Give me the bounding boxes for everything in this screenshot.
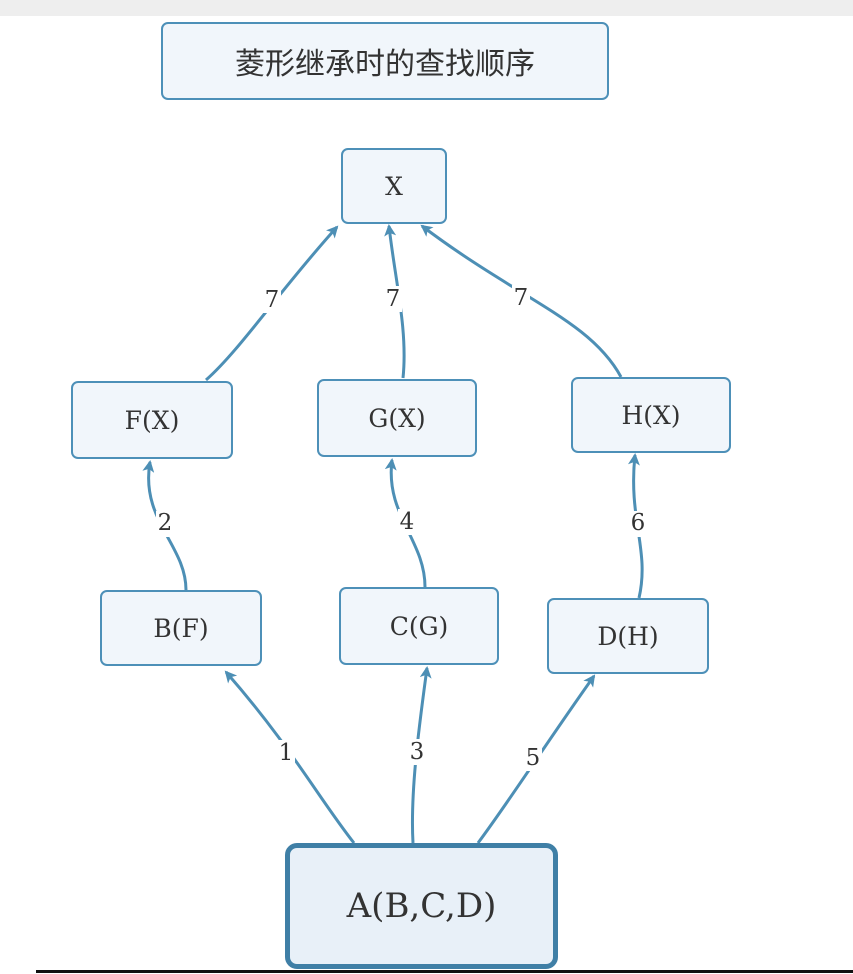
svg-text:6: 6 <box>631 510 646 536</box>
svg-text:2: 2 <box>158 510 173 536</box>
diagram-title: 菱形继承时的查找顺序 <box>161 22 609 100</box>
node-h-x: H(X) <box>571 377 731 453</box>
top-bar <box>0 0 853 16</box>
edge-label-7-h: 7 <box>512 285 530 311</box>
svg-text:7: 7 <box>386 286 401 312</box>
node-b-f: B(F) <box>100 590 262 666</box>
node-x: X <box>341 148 447 224</box>
node-f-x: F(X) <box>71 381 233 459</box>
bottom-border <box>36 970 853 973</box>
edge-label-3: 3 <box>408 739 426 765</box>
edge-label-1: 1 <box>277 740 295 766</box>
edge-label-5: 5 <box>524 745 542 771</box>
edge-label-4: 4 <box>398 509 416 535</box>
edge-h-to-x <box>420 224 623 378</box>
edge-label-6: 6 <box>629 510 647 537</box>
node-g-x: G(X) <box>317 379 477 457</box>
node-d-h: D(H) <box>547 598 709 674</box>
svg-text:4: 4 <box>400 509 415 535</box>
node-c-g: C(G) <box>339 587 499 665</box>
svg-text:7: 7 <box>514 285 529 311</box>
svg-text:3: 3 <box>410 739 425 765</box>
edge-label-7-g: 7 <box>384 286 402 312</box>
svg-text:1: 1 <box>279 740 294 766</box>
edge-a-to-b <box>224 670 356 844</box>
edge-f-to-x <box>205 225 339 382</box>
edge-label-7-f: 7 <box>263 287 281 313</box>
svg-text:5: 5 <box>526 745 541 771</box>
svg-text:7: 7 <box>265 287 280 313</box>
edge-label-2: 2 <box>156 510 174 537</box>
node-a-root: A(B,C,D) <box>285 843 558 969</box>
